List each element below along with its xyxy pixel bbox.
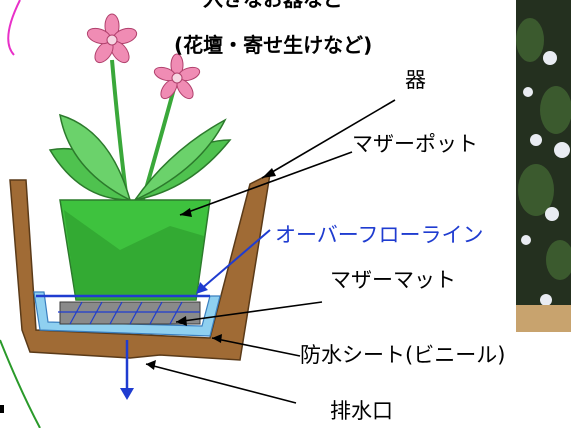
leaf (132, 118, 227, 202)
mat-hatch (58, 301, 200, 325)
pot-shade (64, 210, 204, 300)
label-mother-pot: マザーポット (352, 132, 478, 156)
plant-photo (516, 0, 571, 332)
leader-lines (145, 99, 396, 404)
pink-border-arc (7, 0, 21, 56)
leader-arrowheads (146, 168, 276, 370)
label-waterproof-sheet: 防水シート(ビニール) (300, 343, 506, 367)
diagram-subtitle: (花壇・寄せ生けなど) (174, 33, 373, 57)
flower-icon (86, 13, 138, 64)
overflow-leader-arrowhead (196, 282, 208, 294)
green-border-arc (0, 339, 41, 428)
label-mother-mat: マザーマット (330, 268, 456, 292)
plant-photo-art (516, 0, 571, 332)
edge-mark (0, 405, 4, 413)
top-cut-heading: 入きなお器など (203, 0, 343, 9)
outer-container (9, 172, 271, 361)
flower-icon (153, 53, 201, 100)
label-drain: 排水口 (330, 399, 393, 423)
label-container: 器 (405, 68, 426, 92)
overflow-leader-line (199, 229, 271, 291)
drain-arrow-icon (120, 388, 134, 400)
leaf (59, 113, 132, 202)
label-overflow-line: オーバーフローライン (275, 223, 484, 247)
